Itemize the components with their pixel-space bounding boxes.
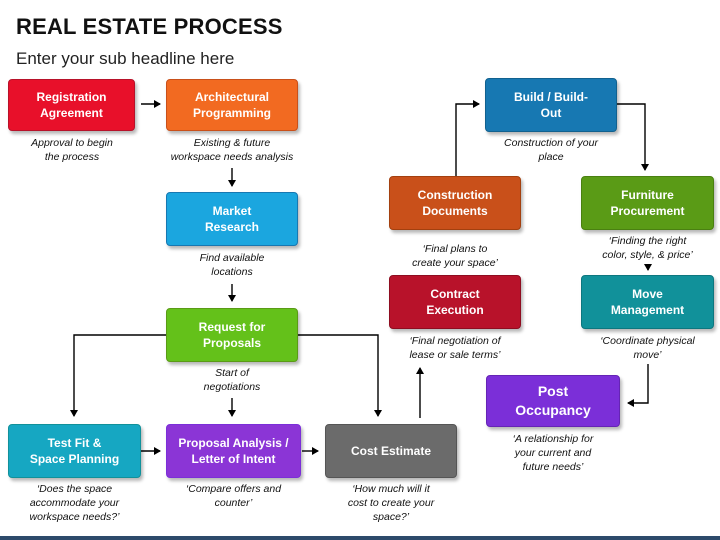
step-label: Cost Estimate <box>350 444 432 458</box>
footer-bar <box>0 536 720 540</box>
step-caption: ‘Coordinate physical move’ <box>600 335 695 361</box>
step-move-management: Move Management <box>581 275 714 329</box>
step-label: Registration Agreement <box>36 90 107 120</box>
step-build-out: Build / Build- Out <box>485 78 617 132</box>
step-caption: Construction of your place <box>504 137 598 163</box>
step-caption: ‘Finding the right color, style, & price… <box>602 235 693 261</box>
arrow-construction-to-build <box>455 100 480 176</box>
step-label: Proposal Analysis / Letter of Intent <box>178 436 289 466</box>
step-label: Request for Proposals <box>198 320 266 350</box>
arrow-move-to-post <box>627 364 649 407</box>
step-caption: ‘Compare offers and counter’ <box>185 483 282 509</box>
page-title: REAL ESTATE PROCESS <box>16 14 283 39</box>
step-caption: Start of negotiations <box>203 367 261 393</box>
arrow-rfp-to-cost <box>298 334 382 417</box>
step-label: Contract Execution <box>426 287 484 317</box>
arrow-rfp-to-testfit <box>70 334 166 417</box>
step-test-fit-space-planning: Test Fit & Space Planning <box>8 424 141 478</box>
step-market-research: Market Research <box>166 192 298 246</box>
page-subtitle: Enter your sub headline here <box>16 49 235 68</box>
arrow-build-to-furniture <box>617 103 649 171</box>
step-architectural-programming: Architectural Programming <box>166 79 298 131</box>
step-label: Move Management <box>610 287 685 317</box>
step-label: Build / Build- Out <box>514 90 588 120</box>
step-caption: ‘Final negotiation of lease or sale term… <box>409 335 501 361</box>
step-contract-execution: Contract Execution <box>389 275 521 329</box>
step-proposal-analysis: Proposal Analysis / Letter of Intent <box>166 424 301 478</box>
step-request-for-proposals: Request for Proposals <box>166 308 298 362</box>
step-furniture-procurement: Furniture Procurement <box>581 176 714 230</box>
step-caption: ‘How much will it cost to create your sp… <box>347 483 435 523</box>
step-label: Market Research <box>204 204 260 234</box>
step-caption: Existing & future workspace needs analys… <box>170 137 294 163</box>
step-label: Furniture Procurement <box>610 188 685 218</box>
step-caption: ‘Final plans to create your space’ <box>412 243 498 269</box>
step-caption: ‘Does the space accommodate your workspa… <box>29 483 120 523</box>
step-label: Construction Documents <box>417 188 493 218</box>
step-caption: ‘A relationship for your current and fut… <box>512 433 594 473</box>
step-post-occupancy: Post Occupancy <box>486 375 620 427</box>
step-caption: Approval to begin the process <box>31 137 113 163</box>
step-label: Architectural Programming <box>192 90 271 120</box>
step-label: Test Fit & Space Planning <box>29 436 120 466</box>
step-label: Post Occupancy <box>515 383 591 418</box>
step-caption: Find available locations <box>199 252 265 278</box>
step-construction-documents: Construction Documents <box>389 176 521 230</box>
step-cost-estimate: Cost Estimate <box>325 424 457 478</box>
step-registration-agreement: Registration Agreement <box>8 79 135 131</box>
